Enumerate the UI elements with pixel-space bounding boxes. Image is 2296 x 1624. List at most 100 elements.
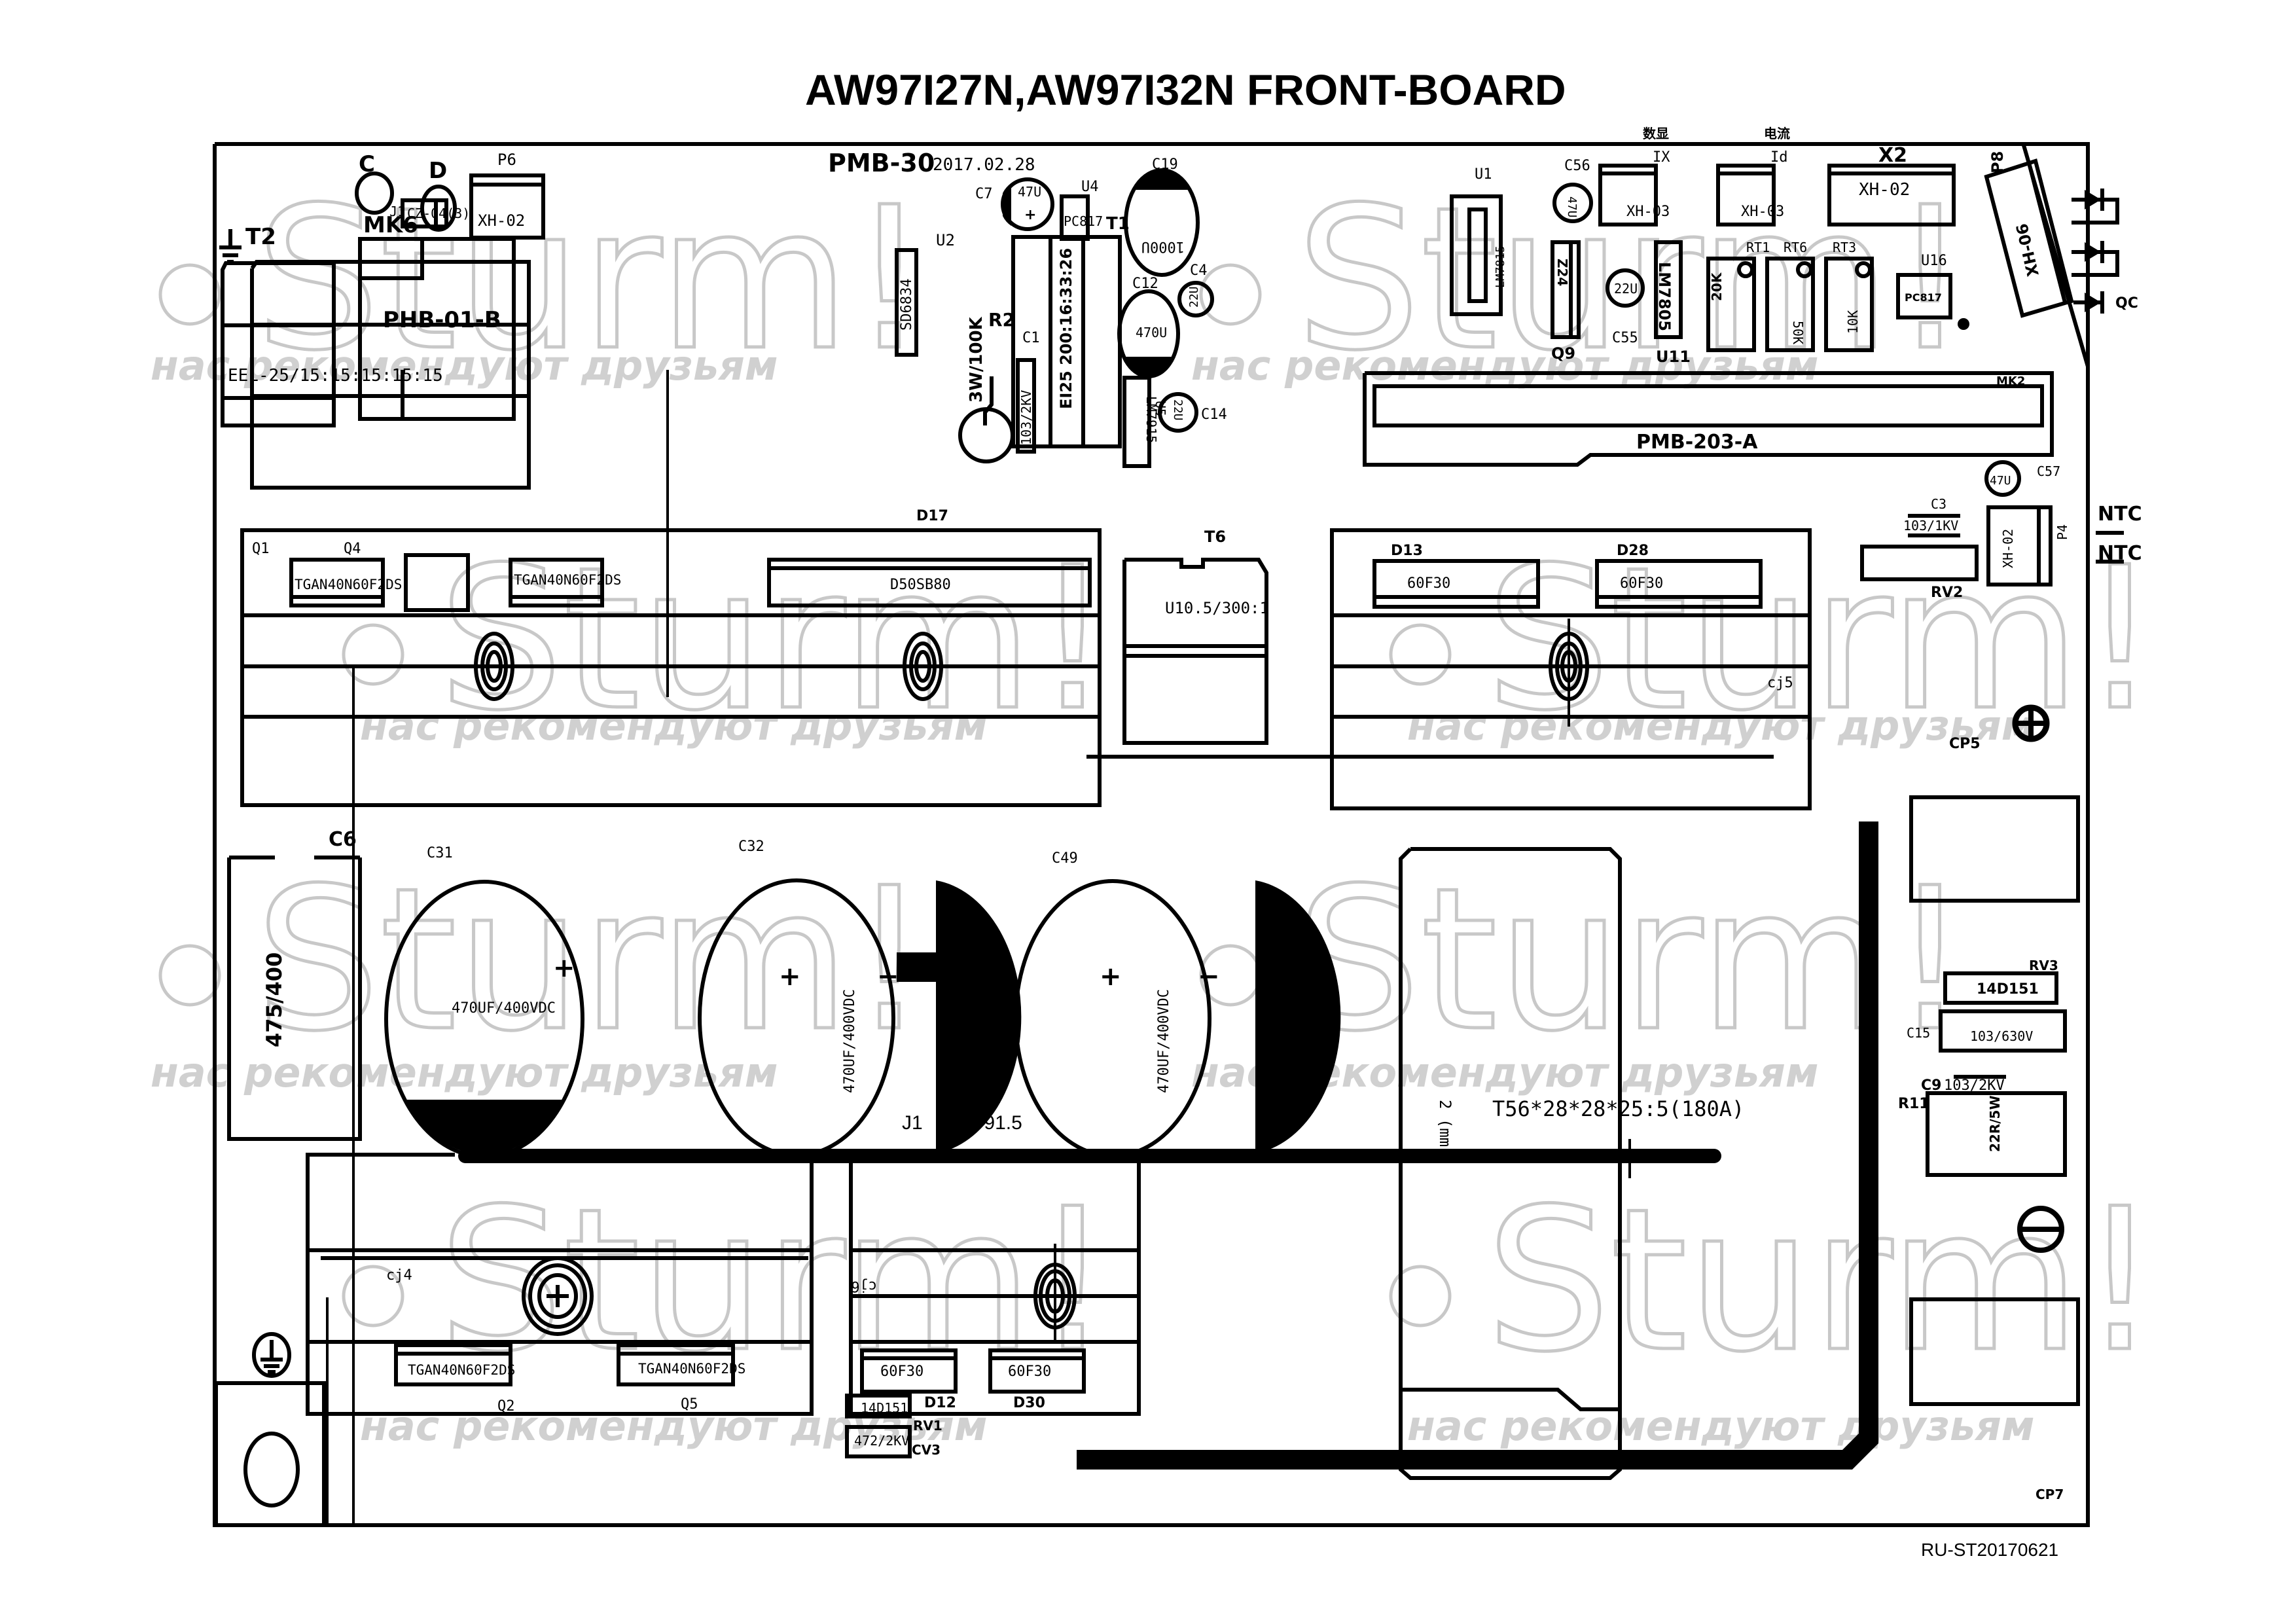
- component-j1-bus: J1 2.0*91.5: [458, 1112, 1721, 1163]
- component-u16: U16 PC817: [1896, 253, 1969, 330]
- svg-text:C55: C55: [1612, 330, 1638, 346]
- component-c7: C7 47U +: [975, 177, 1054, 231]
- svg-text:PHB-01-B: PHB-01-B: [383, 307, 501, 333]
- component-rv2: RV2: [1860, 545, 1979, 601]
- component-main-transformer: T56*28*28*25:5(180A) 2 (mm): [1077, 821, 1878, 1480]
- component-c15: C15 103/630V: [1907, 1009, 2067, 1053]
- svg-text:нас рекомендуют друзьям: нас рекомендуют друзьям: [151, 1049, 778, 1096]
- svg-text:Sturm!: Sturm!: [1296, 846, 1969, 1074]
- component-mk2: MK2 PMB-203-A: [1363, 371, 2054, 467]
- cp7-label: CP7: [2036, 1487, 2064, 1502]
- svg-text:CP5: CP5: [1949, 736, 1981, 752]
- component-c19: C19 1000U: [1124, 156, 1200, 277]
- component-box-lower-right: [1909, 1297, 2080, 1406]
- svg-text:Z24: Z24: [1554, 259, 1570, 286]
- svg-text:cj6: cj6: [851, 1278, 877, 1294]
- component-d13: D13 60F30: [1372, 543, 1540, 609]
- svg-text:22U: 22U: [1171, 399, 1185, 421]
- svg-text:Id: Id: [1770, 149, 1788, 166]
- svg-text:R2: R2: [988, 309, 1015, 331]
- svg-text:X2: X2: [1878, 144, 1907, 167]
- svg-text:50K: 50K: [1790, 321, 1806, 344]
- mount-screw: [474, 632, 514, 701]
- svg-text:P6: P6: [497, 151, 516, 169]
- component-x2: X2 XH-02: [1827, 144, 1956, 226]
- svg-text:T2: T2: [245, 224, 276, 250]
- terminal-d-label: D: [429, 158, 447, 184]
- svg-text:cj5: cj5: [1767, 675, 1793, 691]
- watermark-logo: Sturm! нас рекомендуют друзьям: [151, 164, 930, 395]
- svg-text:IX: IX: [1653, 149, 1670, 166]
- svg-text:47U: 47U: [1565, 196, 1579, 218]
- component-d12: 60F30 D12: [860, 1348, 958, 1411]
- svg-text:C7: C7: [975, 186, 993, 202]
- svg-text:PC817: PC817: [1064, 213, 1103, 229]
- svg-text:CZ-04(3): CZ-04(3): [407, 206, 470, 221]
- svg-text:D28: D28: [1617, 543, 1649, 559]
- svg-text:470UF/400VDC: 470UF/400VDC: [1156, 989, 1172, 1093]
- svg-text:C32: C32: [738, 839, 764, 855]
- component-t6: T6 U10.5/300:1: [1122, 528, 1269, 745]
- svg-text:Sturm!: Sturm!: [439, 1166, 1112, 1395]
- svg-text:20K: 20K: [1709, 272, 1725, 301]
- svg-text:C12: C12: [1132, 276, 1158, 292]
- component-q1: Q1 TGAN40N60F2DS: [252, 541, 402, 607]
- component-id: Id XH-03: [1716, 149, 1788, 226]
- svg-text:Q9: Q9: [1551, 344, 1575, 363]
- component-c14: 22U C14: [1158, 392, 1227, 433]
- svg-text:T6: T6: [1204, 528, 1226, 546]
- component-p6: P6 XH-02: [469, 151, 545, 240]
- document-code: RU-ST20170621: [1921, 1540, 2058, 1560]
- component-c49: C49 470UF/400VDC + −: [1014, 850, 1341, 1158]
- svg-text:D50SB80: D50SB80: [890, 577, 951, 593]
- svg-text:C49: C49: [1052, 850, 1078, 867]
- svg-text:22U: 22U: [1187, 286, 1201, 308]
- component-c4: C4 22U: [1177, 262, 1214, 317]
- component-u2: U2 SD6834: [895, 231, 955, 357]
- component-q2: TGAN40N60F2DS Q2: [394, 1343, 515, 1415]
- svg-text:10K: 10K: [1845, 310, 1861, 334]
- svg-text:нас рекомендуют друзьям: нас рекомендуют друзьям: [1407, 702, 2035, 749]
- component-q9: Z24 Q9: [1551, 240, 1581, 363]
- heatsink-upper-right: cj5: [1330, 528, 1812, 810]
- component-c32: C32 470UF/400VDC + −: [698, 839, 1022, 1157]
- svg-text:−: −: [877, 962, 899, 992]
- svg-text:T56*28*28*25:5(180A): T56*28*28*25:5(180A): [1492, 1096, 1744, 1121]
- svg-text:нас рекомендуют друзьям: нас рекомендуют друзьям: [151, 342, 778, 389]
- label-current: 电流: [1764, 126, 1790, 141]
- d17-ref: D17: [916, 508, 948, 524]
- svg-text:TGAN40N60F2DS: TGAN40N60F2DS: [514, 572, 621, 588]
- component-r2: R2 3W/100K: [958, 309, 1015, 463]
- component-p8: P8 XH-06: [1984, 145, 2090, 367]
- svg-text:Sturm!: Sturm!: [1296, 165, 1969, 393]
- heatsink-lower-left: cj4: [306, 1153, 814, 1525]
- svg-text:MK2: MK2: [1996, 374, 2025, 388]
- svg-text:XH-03: XH-03: [1741, 204, 1784, 220]
- component-p4: XH-02 P4: [1986, 505, 2070, 586]
- svg-text:U1: U1: [1475, 166, 1492, 183]
- led-icon-qc: QC: [2073, 291, 2138, 314]
- svg-text:R11: R11: [1898, 1096, 1929, 1112]
- svg-text:LM7815: LM7815: [1494, 245, 1507, 288]
- component-rt3: RT3 10K: [1824, 240, 1874, 352]
- svg-text:XH-06: XH-06: [2013, 222, 2043, 278]
- svg-text:1000U: 1000U: [1141, 238, 1185, 255]
- component-c56: C56 47U: [1552, 158, 1593, 223]
- watermark: Sturm! нас рекомендуют друзьям Sturm! на…: [151, 164, 2161, 1451]
- svg-text:U2: U2: [936, 231, 955, 249]
- svg-text:U4: U4: [1081, 179, 1099, 195]
- svg-text:+: +: [1100, 962, 1122, 992]
- svg-text:Q1: Q1: [252, 541, 270, 557]
- svg-text:Q2: Q2: [497, 1398, 515, 1415]
- svg-text:XH-02: XH-02: [2000, 529, 2016, 568]
- svg-text:103/2KV: 103/2KV: [1944, 1077, 2005, 1094]
- protective-earth-icon: [252, 1332, 291, 1378]
- component-u11: LM7805 U11: [1654, 240, 1691, 366]
- label-digital-display: 数显: [1643, 126, 1669, 141]
- page-title: AW97I27N,AW97I32N FRONT-BOARD: [805, 65, 1566, 114]
- svg-text:C1: C1: [1022, 330, 1040, 346]
- svg-text:XH-03: XH-03: [1626, 204, 1670, 220]
- component-c1: C1 103/2KV: [1016, 330, 1040, 454]
- svg-text:D13: D13: [1391, 543, 1423, 559]
- heatsink-upper-left: [240, 370, 1774, 1525]
